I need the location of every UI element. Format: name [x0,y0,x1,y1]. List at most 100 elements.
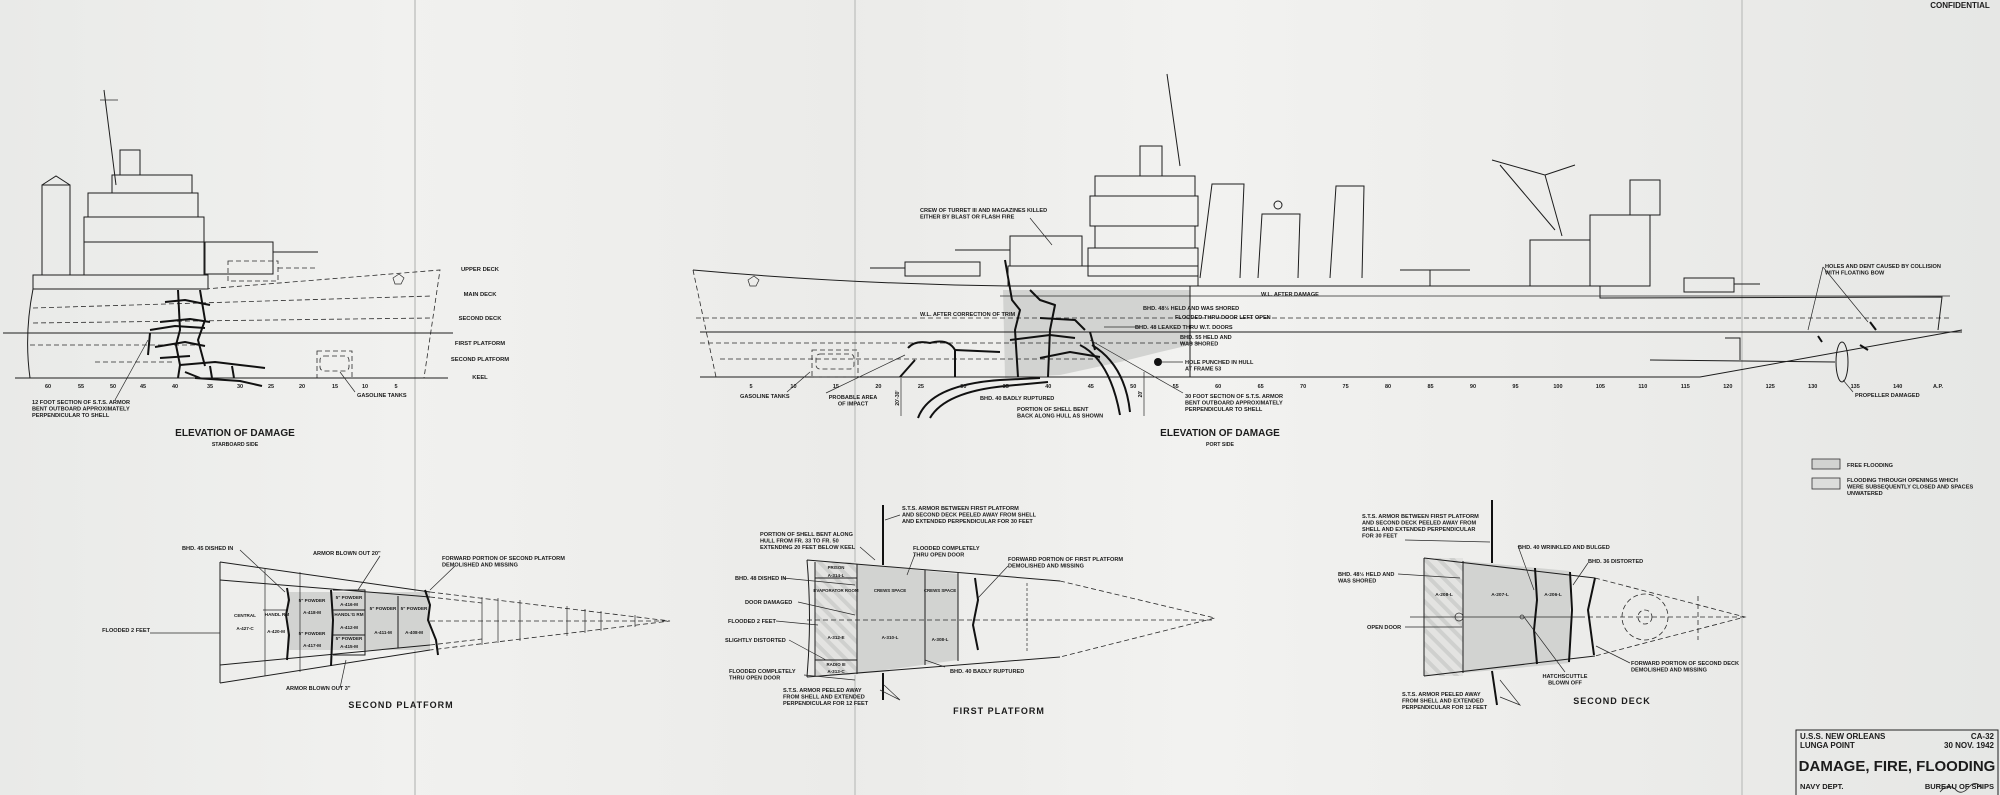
damage-note: S.T.S. ARMOR BETWEEN FIRST PLATFORM [1362,514,1479,520]
frame-number: 40 [1045,384,1051,390]
compartment-name: 5" POWDER [299,598,326,603]
damage-note: AND SECOND DECK PEELED AWAY FROM SHELL [902,512,1037,518]
damage-note: S.T.S. ARMOR PEELED AWAY [783,688,862,694]
frame-number: 135 [1851,384,1860,390]
first-platform-plan [775,505,1216,701]
compartment-name: CENTRAL [234,613,256,618]
damage-note: GASOLINE TANKS [740,394,790,400]
damage-note: HOLE PUNCHED IN HULL [1185,360,1254,366]
damage-note: THRU OPEN DOOR [729,675,780,681]
second-deck-plan [1397,500,1747,706]
damage-note: BHD. 48½ HELD AND [1338,571,1394,578]
view-title: ELEVATION OF DAMAGE [1160,428,1280,439]
damage-note: GASOLINE TANKS [357,393,407,399]
frame-number: 110 [1638,384,1647,390]
damage-note: FLOODED THRU DOOR LEFT OPEN [1175,315,1271,321]
damage-note: BHD. 48½ HELD AND WAS SHORED [1143,305,1239,312]
frame-number: 40 [172,384,178,390]
compartment-id: A-408-M [405,630,423,635]
starboard-damage-lines [147,289,266,387]
damage-note: THRU OPEN DOOR [913,552,964,558]
port-superstructure [870,73,1760,293]
damage-note: 12 FOOT SECTION OF S.T.S. ARMOR [32,400,130,406]
frame-number: 20 [875,384,881,390]
starboard-elevation [3,89,453,401]
compartment-name: CREWS SPACE [874,588,906,593]
damage-note: FROM SHELL AND EXTENDED [1402,698,1484,704]
damage-note: BHD. 55 HELD AND [1180,335,1232,341]
view-title: ELEVATION OF DAMAGE [175,428,295,439]
damage-note: ARMOR BLOWN OUT 3" [286,686,351,692]
frame-number: 30 [960,384,966,390]
compartment-id: A-427-C [236,626,254,631]
damage-note: W.L. AFTER DAMAGE [1261,292,1319,298]
compartment-name: RADIO III [826,662,845,667]
second-platform-plan [150,549,671,689]
ship-name: U.S.S. NEW ORLEANS [1800,732,1886,741]
damage-note: BACK ALONG HULL AS SHOWN [1017,413,1103,419]
frame-number: 130 [1808,384,1817,390]
deck-level-label: MAIN DECK [464,292,498,298]
legend-label: WERE SUBSEQUENTLY CLOSED AND SPACES [1847,484,1973,490]
damage-note: W.L. AFTER CORRECTION OF TRIM [920,312,1016,318]
compartment-id: A-208-L [1435,592,1453,598]
damage-note: WITH FLOATING BOW [1825,270,1885,276]
drawing-title: DAMAGE, FIRE, FLOODING [1799,758,1996,775]
compartment-id: A-308-L [932,637,949,642]
compartment-id: A-418-M [303,610,321,615]
hull-number: CA-32 [1971,732,1995,741]
frame-number: 95 [1512,384,1518,390]
damage-note: HULL FROM FR. 33 TO FR. 50 [760,538,839,544]
damage-note: EXTENDING 20 FEET BELOW KEEL [760,545,856,551]
damage-note: BHD. 48 DISHED IN [735,576,786,582]
department: NAVY DEPT. [1800,782,1843,791]
frame-number: 105 [1596,384,1605,390]
damage-note: HATCHSCUTTLE [1543,674,1588,680]
damage-note: BLOWN OFF [1548,680,1582,686]
legend-swatch-free-flooding [1811,458,1841,470]
damage-note: AT FRAME 53 [1185,366,1221,372]
damage-note: ARMOR BLOWN OUT 20" [313,551,381,557]
compartment-name: 5" POWDER [401,606,428,611]
frame-number: 90 [1470,384,1476,390]
damage-note: PERPENDICULAR FOR 12 FEET [783,701,869,707]
damage-note: SLIGHTLY DISTORTED [725,638,786,644]
view-title: SECOND PLATFORM [348,700,453,710]
compartment-id: A-416-M [340,602,358,607]
frame-number: 30 [237,384,243,390]
frame-number: 45 [140,384,146,390]
compartment-id: A-415-M [340,644,358,649]
frame-number: 70 [1300,384,1306,390]
legend-swatch-flooding-openings [1811,477,1841,490]
frame-number: 15 [833,384,839,390]
bureau: BUREAU OF SHIPS [1925,782,1994,791]
starboard-hull-outline [27,288,424,379]
frame-number: A.P. [1933,384,1943,390]
frame-number: 60 [1215,384,1221,390]
damage-note: BHD. 36 DISTORTED [1588,559,1643,565]
damage-note: PROBABLE AREA [829,395,878,401]
anchor-icon [747,275,760,287]
damage-note: OF IMPACT [838,401,869,407]
frame-number: 5 [749,384,752,390]
deck-level-label: KEEL [472,375,488,381]
frame-number: 140 [1893,384,1902,390]
damage-note: BHD. 48 LEAKED THRU W.T. DOORS [1135,325,1233,331]
anchor-icon [392,273,405,285]
deck-level-label: UPPER DECK [461,267,500,273]
view-title: FIRST PLATFORM [953,706,1045,716]
compartment-name: 5" POWDER [299,631,326,636]
damage-note: 30 FOOT SECTION OF S.T.S. ARMOR [1185,394,1283,400]
compartment-name: EVAPORATOR ROOM [813,588,858,593]
damage-note: PORTION OF SHELL BENT [1017,407,1089,413]
frame-number: 100 [1553,384,1562,390]
compartment-name: HANDL RM [265,612,290,617]
damage-note: DEMOLISHED AND MISSING [442,562,518,568]
frame-number: 35 [207,384,213,390]
damage-note: PERPENDICULAR TO SHELL [1185,407,1263,413]
view-title: SECOND DECK [1573,696,1651,706]
deck-level-label: SECOND PLATFORM [451,357,509,363]
view-subtitle: STARBOARD SIDE [212,442,259,448]
frame-number: 45 [1088,384,1094,390]
damage-note: AND EXTENDED PERPENDICULAR FOR 30 FEET [902,519,1033,525]
